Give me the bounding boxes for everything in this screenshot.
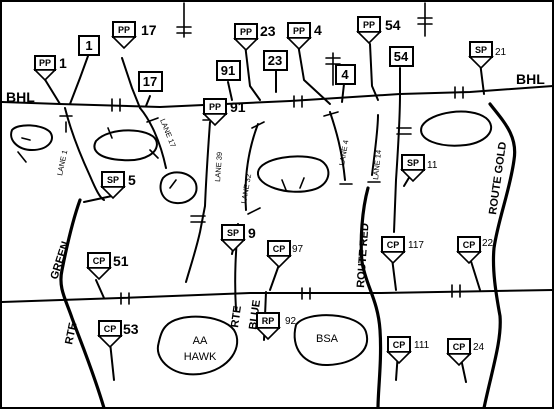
cp-51-number: 51 — [113, 253, 129, 269]
sp-9-type: SP — [227, 228, 239, 238]
box-1: 1 — [78, 35, 100, 56]
cp-51-symbol: CP 51 — [86, 252, 129, 281]
south-crossing-ticks — [120, 284, 461, 305]
cp-117-symbol: CP 117 — [380, 236, 424, 265]
pp-1-symbol: PP 1 — [33, 55, 67, 82]
route-green-rte-label: RTE — [63, 322, 79, 346]
sp-21-number: 21 — [495, 47, 507, 58]
route-red-label: ROUTE RED — [355, 223, 371, 289]
bhl-label-east: BHL — [516, 71, 545, 87]
box-91: 91 — [216, 60, 241, 81]
cp-97-symbol: CP 97 — [266, 240, 304, 269]
cp-53-symbol: CP 53 — [97, 320, 139, 349]
pp-17-type: PP — [118, 25, 130, 35]
box-23: 23 — [263, 50, 288, 71]
pp-54-type: PP — [363, 20, 375, 30]
cp-24-number: 24 — [473, 342, 485, 353]
box-4-label: 4 — [341, 67, 349, 82]
rp-92-symbol: RP 92 — [255, 312, 297, 341]
cp-97-number: 97 — [292, 244, 304, 255]
terrain-dashes — [17, 127, 305, 191]
box-4: 4 — [335, 64, 356, 85]
cp-24-type: CP — [453, 342, 466, 352]
pp-17-number: 17 — [141, 22, 157, 38]
pp-91-symbol: PP 91 — [202, 98, 246, 127]
pp-54-number: 54 — [385, 17, 401, 33]
sp-11-type: SP — [407, 158, 419, 168]
box-91-label: 91 — [221, 63, 235, 78]
sp-21-symbol: SP 21 — [468, 41, 507, 70]
sp-21-type: SP — [475, 45, 487, 55]
lane-39-label: LANE 39 — [213, 152, 224, 183]
cp-53-number: 53 — [123, 321, 139, 337]
sp-5-number: 5 — [128, 172, 136, 188]
area-bsa-label: BSA — [316, 333, 339, 345]
cp-117-number: 117 — [408, 240, 424, 251]
pp-4-number: 4 — [314, 22, 322, 38]
cp-97-type: CP — [273, 244, 286, 254]
cp-51-type: CP — [93, 256, 106, 266]
pp-1-type: PP — [39, 58, 51, 68]
rp-92-type: RP — [262, 316, 275, 326]
route-gold — [482, 102, 517, 409]
route-red — [359, 186, 383, 409]
cp-24-symbol: CP 24 — [446, 338, 485, 367]
sp-5-symbol: SP 5 — [100, 171, 136, 200]
sp-11-number: 11 — [427, 160, 438, 171]
route-blue-label: BLUE — [247, 299, 263, 330]
pp-54-symbol: PP 54 — [356, 16, 401, 45]
pp-91-number: 91 — [230, 99, 246, 115]
terrain-features — [10, 110, 493, 376]
pp-23-type: PP — [240, 27, 252, 37]
box-17: 17 — [138, 71, 163, 92]
bhl-crossing-ticks — [111, 86, 464, 112]
route-green — [59, 198, 106, 409]
box-54: 54 — [389, 46, 414, 67]
area-hawk-label: HAWK — [184, 351, 217, 363]
pp-23-symbol: PP 23 — [233, 23, 276, 52]
cp-111-number: 111 — [414, 340, 430, 351]
cp-111-type: CP — [393, 340, 406, 350]
lane-4-label: LANE 4 — [337, 139, 350, 166]
sp-9-symbol: SP 9 — [220, 224, 256, 253]
pp-4-symbol: PP 4 — [286, 22, 322, 51]
pp-91-type: PP — [209, 102, 221, 112]
box-54-label: 54 — [394, 49, 409, 64]
box-23-label: 23 — [268, 53, 282, 68]
cp-111-symbol: CP 111 — [386, 336, 430, 365]
box-17-label: 17 — [143, 74, 157, 89]
box-1-label: 1 — [85, 38, 92, 53]
route-blue-rte-label: RTE — [229, 305, 244, 328]
cp-22-symbol: CP 22 — [456, 236, 494, 265]
bhl-label-west: BHL — [6, 89, 35, 105]
rp-92-number: 92 — [285, 316, 297, 327]
sp-5-type: SP — [107, 175, 119, 185]
pp-4-type: PP — [293, 26, 305, 36]
pp-1-number: 1 — [59, 55, 67, 71]
cp-53-type: CP — [104, 324, 117, 334]
sp-9-number: 9 — [248, 225, 256, 241]
pp-23-number: 23 — [260, 23, 276, 39]
phase-line-south — [1, 289, 554, 303]
cp-117-type: CP — [387, 240, 400, 250]
cp-22-type: CP — [463, 240, 476, 250]
pp-17-symbol: PP 17 — [111, 21, 157, 50]
cp-22-number: 22 — [482, 238, 494, 249]
area-aa-label: AA — [193, 335, 208, 347]
lane-14-label: LANE 14 — [371, 149, 383, 180]
sp-11-symbol: SP 11 — [400, 154, 438, 183]
